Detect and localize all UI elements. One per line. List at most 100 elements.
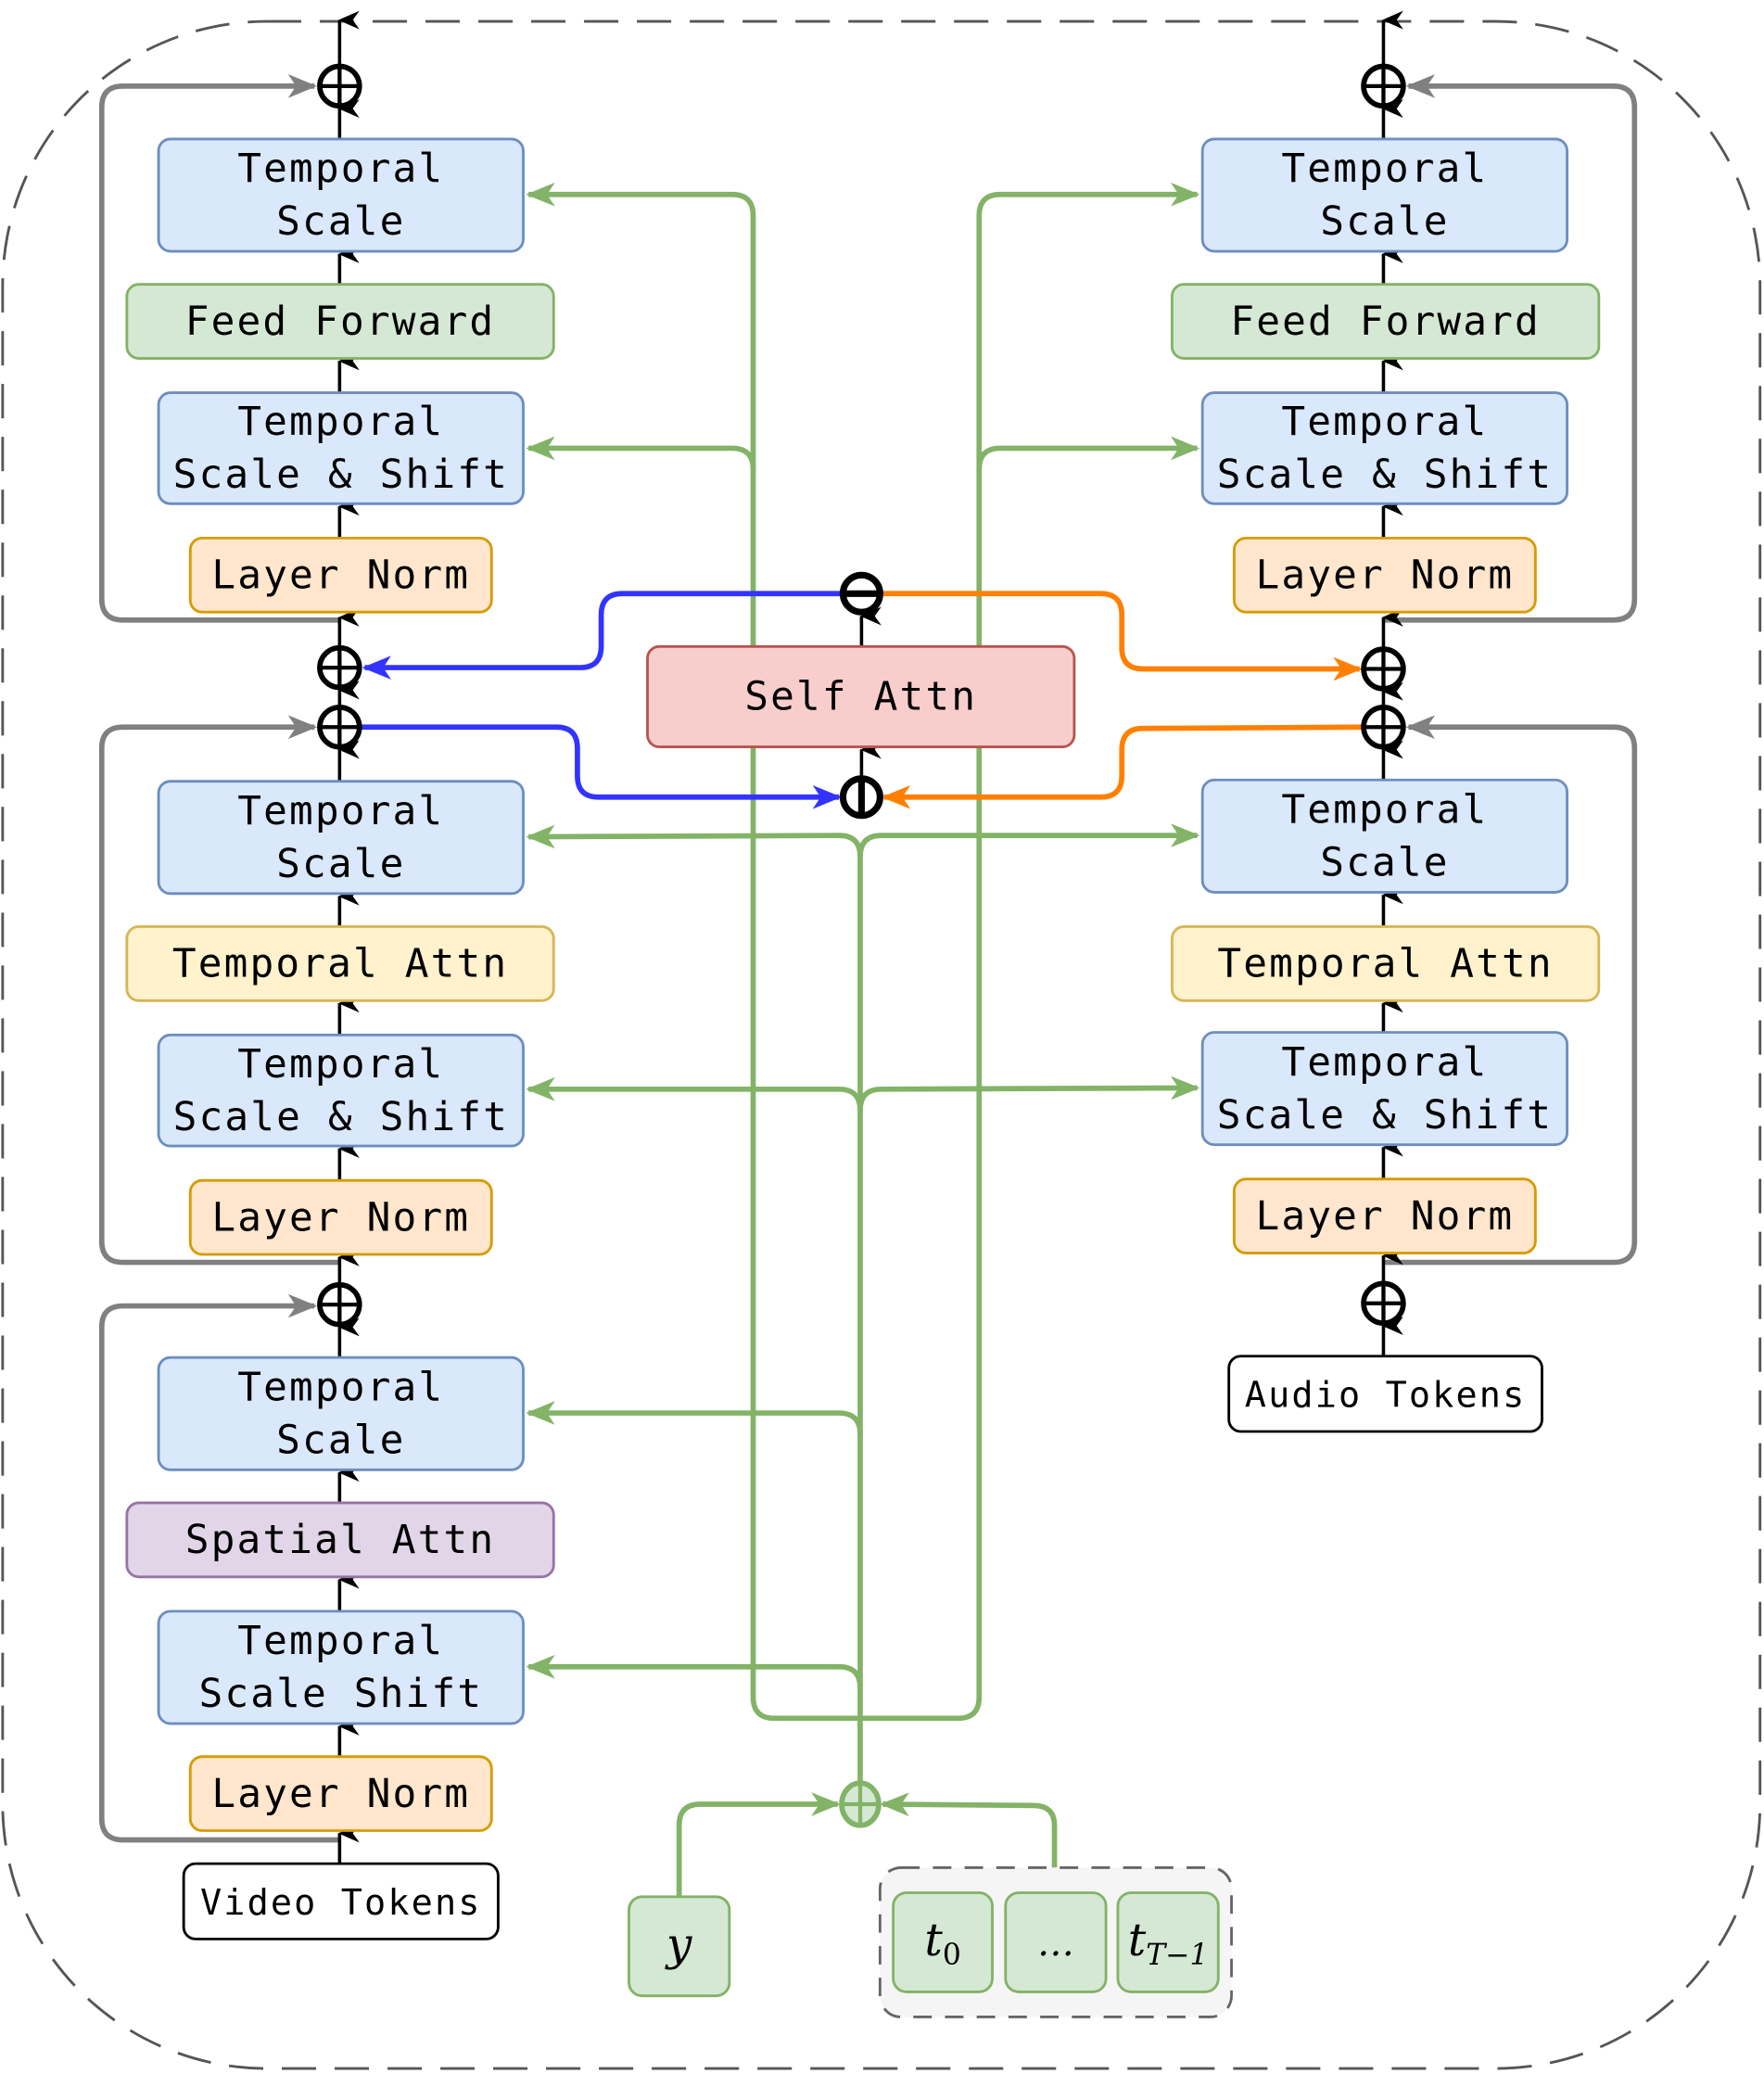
- block-l-ff: Feed Forward: [125, 283, 555, 360]
- label-line: Feed Forward: [1230, 299, 1541, 345]
- label-line: Audio Tokens: [1245, 1375, 1527, 1417]
- label-line: Scale & Shift: [1217, 452, 1553, 498]
- label-line: Temporal: [1281, 146, 1488, 192]
- residual-r1-arrow: [1383, 74, 1638, 623]
- label-line: Video Tokens: [200, 1882, 482, 1924]
- add-icon: [317, 644, 362, 691]
- block-box: [125, 283, 555, 360]
- label-line: Temporal: [237, 1365, 444, 1411]
- split-icon: [839, 775, 883, 820]
- video-in-blue-arrow: [359, 724, 843, 809]
- block-video: Video Tokens: [182, 1862, 500, 1940]
- block-l-ta: Temporal Attn: [125, 925, 555, 1002]
- label-line: Temporal: [237, 1618, 444, 1664]
- label-line: Temporal: [237, 146, 444, 192]
- block-box: [1200, 391, 1569, 505]
- add-icon: [1361, 646, 1406, 692]
- block-label: Layer Norm: [211, 553, 470, 599]
- token-tlast: tT−1: [1116, 1891, 1220, 1993]
- block-box: [1227, 1355, 1543, 1433]
- block-box: [646, 644, 1076, 749]
- block-box: [1200, 778, 1569, 894]
- block-r-ln1: Layer Norm: [1232, 536, 1537, 614]
- token-t0: t0: [892, 1891, 994, 1993]
- block-box: [125, 925, 555, 1002]
- token-label: tT−1: [1128, 1915, 1209, 1972]
- audio-in-orange-arrow: [881, 724, 1364, 809]
- label-line: Temporal: [237, 1041, 444, 1088]
- block-box: [1170, 925, 1601, 1002]
- residual-r2-arrow: [1383, 715, 1638, 1266]
- outer-dashed-frame: [1, 19, 1762, 2070]
- token-y: y: [628, 1895, 731, 1998]
- add-icon: [317, 704, 362, 750]
- block-box: [125, 1501, 555, 1579]
- block-l-ln1: Layer Norm: [188, 536, 493, 614]
- residual-l3-arrow: [98, 1293, 340, 1843]
- block-box: [188, 1178, 493, 1256]
- label-line: Scale: [276, 841, 405, 887]
- label-line: Layer Norm: [1256, 553, 1515, 599]
- block-box: [157, 391, 525, 505]
- green-to-r-tss2-arrow: [857, 1075, 1200, 1111]
- label-line: Scale: [276, 198, 405, 245]
- token-label: t0: [924, 1915, 960, 1972]
- label-line: Temporal: [1281, 1039, 1488, 1086]
- block-label: Audio Tokens: [1245, 1375, 1527, 1417]
- label-line: Layer Norm: [211, 1194, 470, 1241]
- block-label: Temporal Attn: [172, 941, 508, 987]
- green-to-l-tss3-arrow: [526, 1654, 863, 1688]
- block-label: Self Attn: [744, 674, 977, 720]
- label-line: Temporal: [237, 788, 444, 834]
- token-label: …: [1037, 1922, 1074, 1965]
- label-line: Scale: [276, 1418, 405, 1464]
- block-box: [1232, 1177, 1537, 1254]
- green-to-l-ts3-arrow: [526, 1401, 863, 1434]
- subtract-icon: [839, 571, 883, 616]
- label-line: Self Attn: [744, 674, 977, 720]
- label-line: Layer Norm: [211, 1771, 470, 1817]
- audio-out-orange-arrow: [881, 591, 1363, 681]
- label-line: Scale & Shift: [1217, 1092, 1553, 1139]
- block-r-ta: Temporal Attn: [1170, 925, 1601, 1002]
- label-line: Layer Norm: [1256, 1193, 1515, 1240]
- add-icon: [839, 1780, 882, 1828]
- label-line: Scale & Shift: [173, 1094, 509, 1140]
- block-box: [1200, 1031, 1569, 1147]
- green-to-r-ts2-arrow: [857, 823, 1200, 858]
- green-from-y-arrow: [676, 1792, 841, 1897]
- label-line: Layer Norm: [211, 553, 470, 599]
- add-icon: [1361, 63, 1406, 109]
- block-box: [182, 1862, 500, 1940]
- label-line: Scale & Shift: [173, 452, 509, 498]
- add-icon: [1361, 1280, 1406, 1326]
- block-label: Feed Forward: [185, 299, 496, 345]
- green-to-l-tss2-arrow: [526, 1076, 863, 1111]
- residual-l2-arrow: [98, 715, 340, 1266]
- block-label: Video Tokens: [200, 1882, 482, 1924]
- residual-l1-arrow: [98, 74, 340, 623]
- green-left-bus-arrow: [526, 182, 860, 1722]
- token-dots: …: [1004, 1891, 1108, 1993]
- block-box: [188, 536, 493, 614]
- block-label: Layer Norm: [211, 1194, 470, 1241]
- block-box: [157, 1610, 525, 1725]
- block-box: [157, 1033, 525, 1148]
- label-line: Scale: [1320, 198, 1449, 245]
